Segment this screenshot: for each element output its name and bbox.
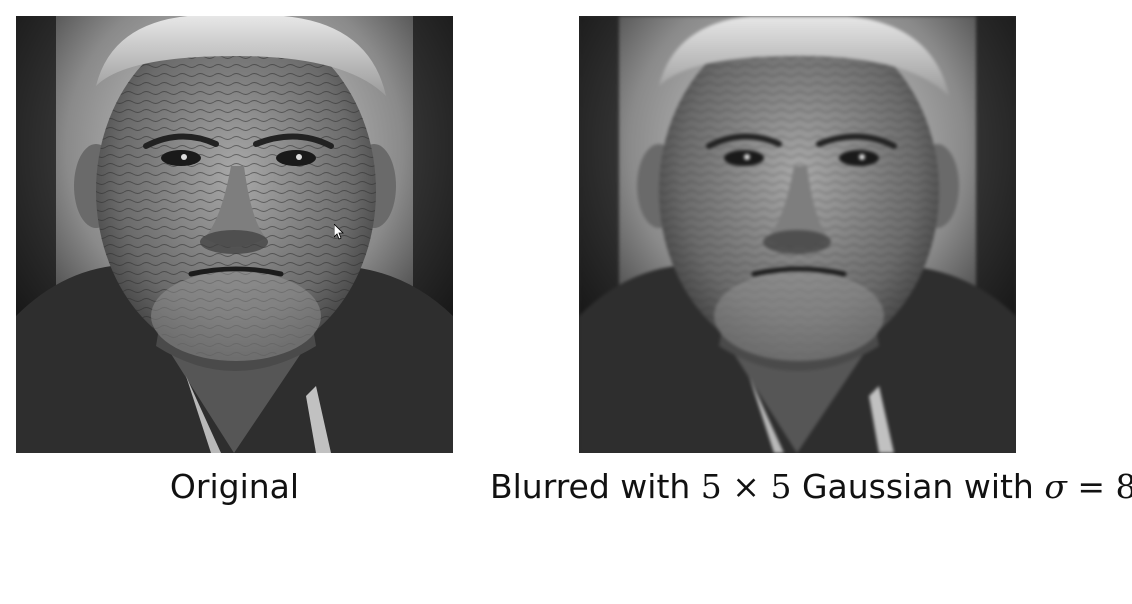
times-symbol: × xyxy=(732,467,760,506)
portrait-blurred xyxy=(579,16,1016,453)
caption-middle: Gaussian with xyxy=(791,467,1045,506)
original-image xyxy=(16,16,453,453)
mouse-pointer-icon xyxy=(334,224,344,240)
caption-prefix: Blurred with xyxy=(490,467,701,506)
kernel-size-b: 5 xyxy=(770,467,792,506)
blurred-image xyxy=(579,16,1016,453)
sigma-value: 8 xyxy=(1115,467,1132,506)
portrait-original xyxy=(16,16,453,453)
caption-original: Original xyxy=(169,467,300,506)
caption-blurred: Blurred with 5 × 5 Gaussian with σ = 8 xyxy=(490,466,1132,508)
equals-symbol: = xyxy=(1077,467,1106,506)
sigma-symbol: σ xyxy=(1044,467,1067,506)
kernel-size-a: 5 xyxy=(700,467,722,506)
